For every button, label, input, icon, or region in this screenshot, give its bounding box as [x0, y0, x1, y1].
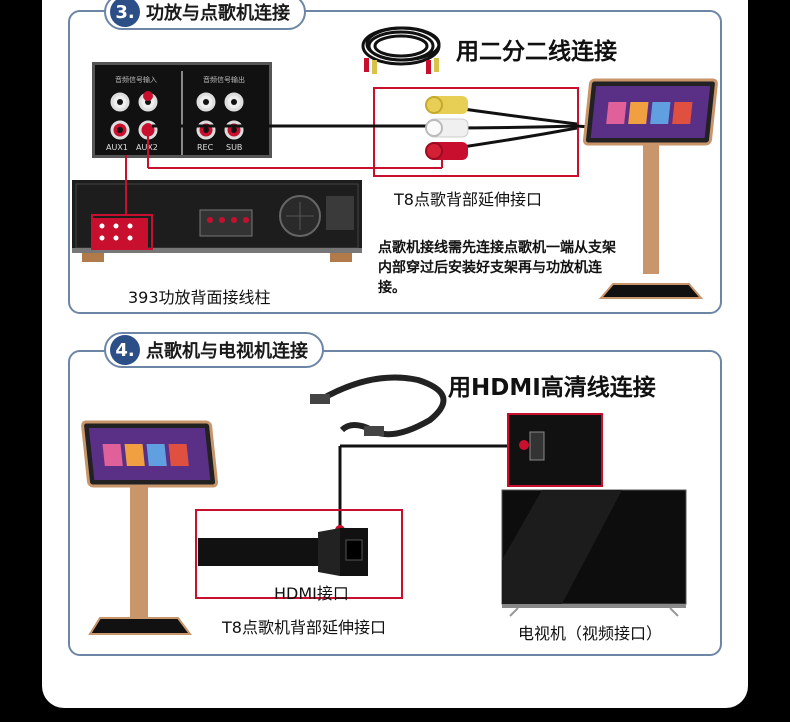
amp-port-aux2: AUX2	[136, 143, 158, 152]
section-4-cable-title: 用HDMI高清线连接	[448, 375, 656, 401]
section-3-install-note: 点歌机接线需先连接点歌机一端从支架内部穿过后安装好支架再与功放机连接。	[378, 240, 616, 296]
section-4-number: 4.	[110, 335, 140, 365]
section-3-badge: 3. 功放与点歌机连接	[104, 0, 306, 30]
section-4-badge: 4. 点歌机与电视机连接	[104, 332, 324, 368]
section-3-connector-lines	[91, 87, 603, 250]
section-4-title: 点歌机与电视机连接	[146, 341, 308, 362]
t8-rear-port-label-3: T8点歌背部延伸接口	[394, 190, 542, 209]
hdmi-cable-image	[195, 374, 603, 599]
section-3-cable-title: 用二分二线连接	[456, 39, 617, 65]
karaoke-stand-image-1	[582, 78, 718, 299]
section-3-number: 3.	[110, 0, 140, 27]
amp-port-sub: SUB	[226, 143, 243, 152]
hdmi-port-label: HDMI接口	[274, 584, 349, 603]
tv-image	[501, 489, 687, 617]
karaoke-stand-image-2	[81, 420, 219, 635]
tv-label: 电视机（视频接口）	[518, 624, 663, 643]
amp-port-rec: REC	[197, 143, 214, 152]
section-3-title: 功放与点歌机连接	[146, 3, 290, 24]
coiled-rca-cable-icon	[361, 26, 441, 74]
instruction-sheet: 3. 功放与点歌机连接 用二分二线连接 音频信号输入 音频信号输出	[42, 0, 748, 708]
amp-terminal-label: 393功放背面接线柱	[128, 288, 271, 307]
amp-input-label: 音频信号输入	[115, 76, 157, 84]
t8-rear-port-label-4: T8点歌机背部延伸接口	[222, 618, 386, 637]
amp-output-label: 音频信号输出	[203, 76, 245, 84]
amp-port-aux1: AUX1	[106, 143, 128, 152]
